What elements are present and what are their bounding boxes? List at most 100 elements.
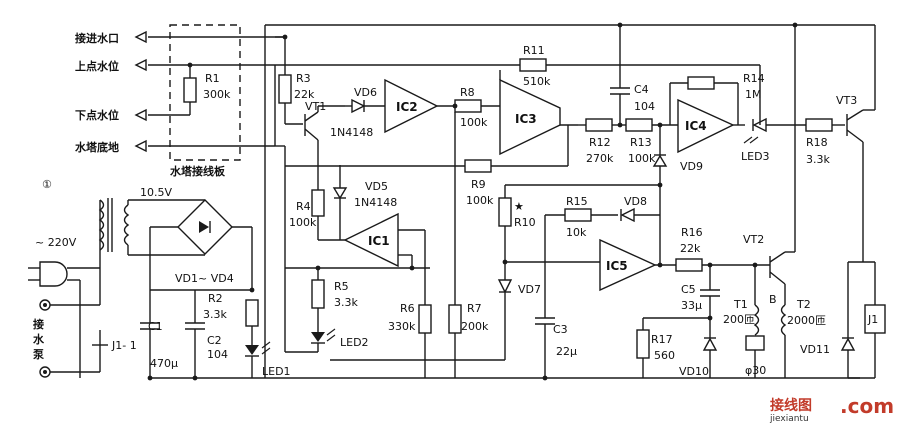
terminal-lower-level: 下点水位 <box>75 108 119 122</box>
r13-value: 100k <box>628 152 656 165</box>
b-label: B <box>769 293 777 306</box>
rails <box>148 24 875 379</box>
r16-resistor <box>675 258 703 272</box>
transformer-voltage: 10.5V <box>140 186 172 199</box>
r3-value: 22k <box>294 88 315 101</box>
ic2-label: IC2 <box>396 100 418 114</box>
tower-board-caption: 水塔接线板 <box>170 164 226 178</box>
r10-mark: ★ <box>514 200 524 213</box>
r17-value: 560 <box>654 349 675 362</box>
r9-resistor <box>464 159 492 173</box>
led3 <box>743 117 806 144</box>
r15-label: R15 <box>566 195 588 208</box>
c4-capacitor <box>610 25 630 125</box>
t1-coil <box>745 265 765 378</box>
r12-resistor <box>585 118 613 132</box>
ic2-opamp <box>384 78 439 134</box>
vt2-transistor <box>769 25 796 295</box>
relay-contact <box>92 330 108 372</box>
r8-value: 100k <box>460 116 488 129</box>
r5-resistor <box>311 279 325 309</box>
bridge-rectifier <box>149 199 253 300</box>
led2 <box>284 268 336 353</box>
r7-resistor <box>448 304 462 334</box>
r17-resistor <box>636 329 650 359</box>
vt1-transistor <box>285 105 345 165</box>
r13-resistor <box>625 118 653 132</box>
r11-value: 510k <box>523 75 551 88</box>
vd10-diode <box>702 330 718 378</box>
r4-resistor <box>311 189 325 217</box>
terminal-upper-level: 上点水位 <box>75 59 119 73</box>
r11-label: R11 <box>523 44 545 57</box>
ic3-label: IC3 <box>515 112 537 126</box>
pump-label-3: 泵 <box>33 348 44 361</box>
r2-label: R2 <box>208 292 223 305</box>
pump-label-2: 水 <box>33 332 45 346</box>
c2-value: 104 <box>207 348 228 361</box>
vd6-diode <box>345 98 385 114</box>
r6-label: R6 <box>400 302 415 315</box>
r8-resistor <box>454 99 482 113</box>
vd11-label: VD11 <box>800 343 830 356</box>
r9-label: R9 <box>471 178 486 191</box>
vd7-diode <box>497 279 513 360</box>
vd11-diode <box>840 330 856 378</box>
r16-value: 22k <box>680 242 701 255</box>
r13-label: R13 <box>630 136 652 149</box>
relay-contact-label: J1- 1 <box>111 339 137 352</box>
r16-label: R16 <box>681 226 703 239</box>
vt3-label: VT3 <box>836 94 857 107</box>
t1-core: φ30 <box>745 364 766 377</box>
t2-label: T2 <box>796 298 811 311</box>
led1 <box>245 326 271 378</box>
terminal-tower-bottom: 水塔底地 <box>75 140 119 154</box>
c1-capacitor <box>140 289 252 378</box>
mains-plug <box>28 200 101 378</box>
r18-label: R18 <box>806 136 828 149</box>
r5-label: R5 <box>334 280 349 293</box>
vd9-diode <box>652 125 668 185</box>
r10-label: R10 <box>514 216 536 229</box>
vd8-label: VD8 <box>624 195 647 208</box>
mains-label: ~ 220V <box>35 236 77 249</box>
c1-value: 470μ <box>150 357 178 370</box>
c4-value: 104 <box>634 100 655 113</box>
r10-resistor <box>498 197 512 227</box>
r18-resistor <box>805 118 833 132</box>
r2-resistor <box>245 299 259 327</box>
c2-capacitor <box>185 290 205 378</box>
vd8-diode <box>620 207 660 223</box>
vd6-part: 1N4148 <box>330 126 373 139</box>
r1-value: 300k <box>203 88 231 101</box>
j1-label: J1 <box>867 313 878 326</box>
t2-value: 2000匝 <box>787 314 826 327</box>
r7-value: 200k <box>461 320 489 333</box>
vd5-part: 1N4148 <box>354 196 397 209</box>
terminal-inlet: 接进水口 <box>75 31 119 45</box>
r12-value: 270k <box>586 152 614 165</box>
t2-coil <box>780 295 787 378</box>
r4-value: 100k <box>289 216 317 229</box>
watermark-domain: jiexiantu <box>769 414 809 424</box>
r7-label: R7 <box>467 302 482 315</box>
r3-resistor <box>278 74 292 104</box>
r15-resistor <box>564 208 592 222</box>
r11-resistor <box>519 58 547 72</box>
c5-value: 33μ <box>681 299 702 312</box>
t1-label: T1 <box>733 298 748 311</box>
r18-value: 3.3k <box>806 153 830 166</box>
watermark-site: 接线图 <box>770 397 812 414</box>
figure-number: ① <box>42 178 52 191</box>
t1-value: 200匝 <box>723 313 755 326</box>
r9-value: 100k <box>466 194 494 207</box>
r6-resistor <box>418 304 432 334</box>
c4-label: C4 <box>634 83 649 96</box>
r15-value: 10k <box>566 226 587 239</box>
r1-label: R1 <box>205 72 220 85</box>
c1-label: C1 <box>148 320 163 333</box>
led1-label: LED1 <box>262 365 291 378</box>
r4-label: R4 <box>296 200 311 213</box>
vd9-label: VD9 <box>680 160 703 173</box>
junction-dots <box>147 22 798 381</box>
